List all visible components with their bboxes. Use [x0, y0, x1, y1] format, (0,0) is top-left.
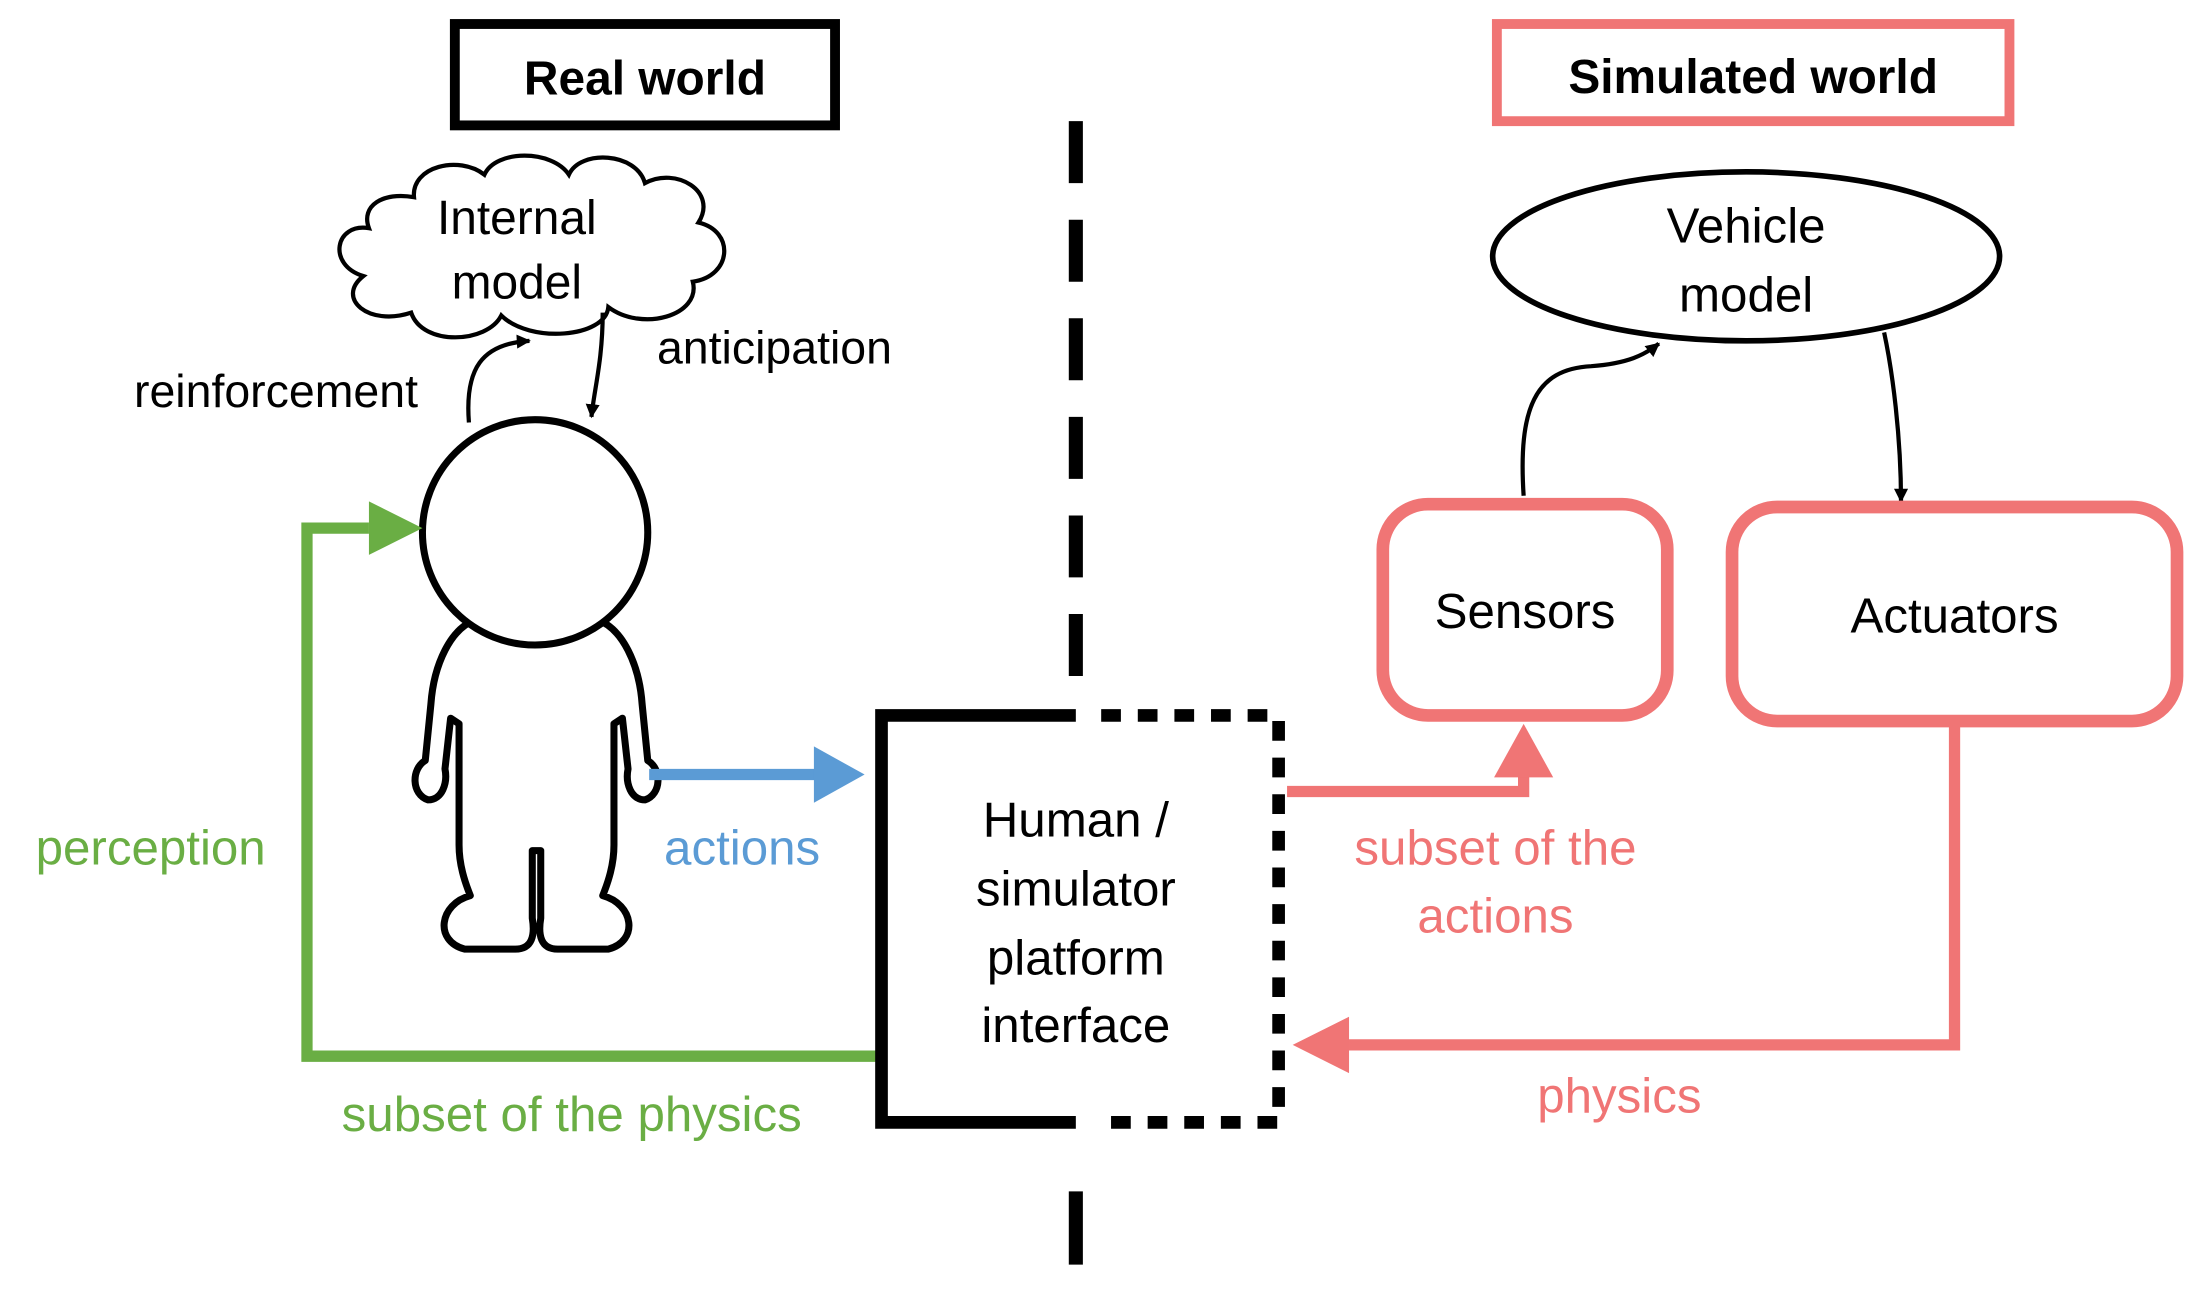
physics-arrowhead: [1292, 1016, 1350, 1074]
reinforcement-label: reinforcement: [134, 365, 418, 417]
interface-solid-edge: [875, 709, 1076, 1129]
interface-line-2: simulator: [976, 862, 1176, 917]
subset-actions-line-2: actions: [1417, 888, 1573, 943]
vehicle-model-node: Vehicle model: [1489, 169, 2003, 344]
physics-label: physics: [1537, 1069, 1701, 1124]
vehicle-to-actuators-arrow: [1882, 331, 1909, 503]
actions-label: actions: [664, 821, 820, 876]
interface-box: Human / simulator platform interface: [875, 709, 1285, 1129]
person-figure-icon: [411, 416, 662, 953]
sensors-to-vehicle-arrow: [1520, 342, 1661, 496]
vehicle-model-line-2: model: [1679, 267, 1813, 322]
real-world-title-text: Real world: [524, 52, 766, 105]
sensors-label: Sensors: [1435, 584, 1616, 639]
simulated-world-title-text: Simulated world: [1568, 51, 1938, 104]
subset-actions-line-1: subset of the: [1354, 821, 1636, 876]
subset-actions-line: [1287, 771, 1530, 798]
human-head: [418, 416, 652, 649]
actions-arrowhead: [813, 746, 865, 803]
actuators-label: Actuators: [1850, 588, 2058, 643]
perception-arrowhead: [368, 501, 423, 555]
anticipation-label: anticipation: [657, 321, 892, 373]
thought-cloud-icon: [337, 153, 727, 340]
reinforcement-arrow: [466, 334, 531, 423]
interface-line-1: Human /: [983, 793, 1170, 848]
interface-dotted-edge: [1101, 709, 1285, 1129]
human-body: [411, 616, 662, 953]
internal-model-cloud: Internal model: [337, 153, 727, 340]
internal-model-line-2: model: [452, 257, 582, 310]
internal-model-line-1: Internal: [437, 192, 597, 245]
interface-line-4: interface: [981, 998, 1170, 1053]
vehicle-model-line-1: Vehicle: [1667, 198, 1826, 253]
subset-physics-label: subset of the physics: [342, 1087, 802, 1142]
subset-actions-arrowhead: [1494, 723, 1554, 778]
subset-physics-line: [301, 522, 876, 1062]
interface-line-3: platform: [987, 931, 1165, 986]
simulated-world-title: Simulated world: [1491, 19, 2015, 127]
anticipation-arrow: [585, 312, 605, 419]
physics-line: [1349, 726, 1961, 1051]
perception-label: perception: [36, 821, 266, 876]
actuators-node: Actuators: [1725, 500, 2184, 728]
real-world-title: Real world: [449, 19, 840, 131]
sensors-node: Sensors: [1376, 497, 1674, 722]
